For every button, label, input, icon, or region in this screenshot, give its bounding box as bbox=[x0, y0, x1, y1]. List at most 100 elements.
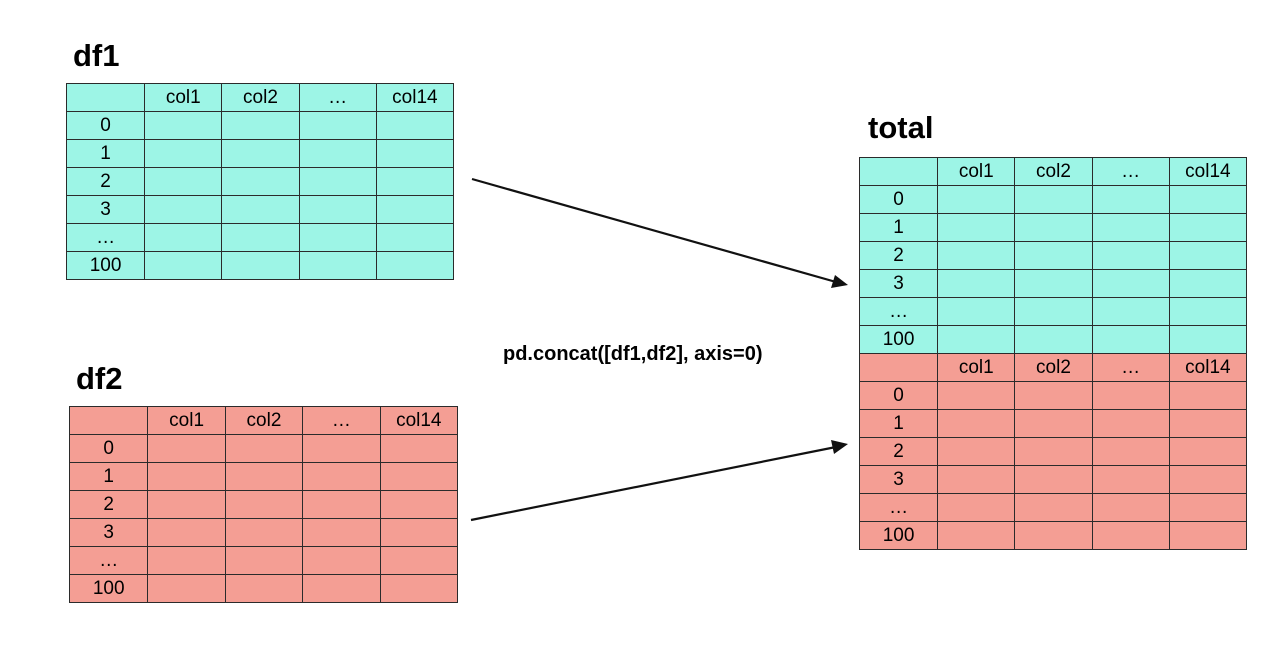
table-row: 1 bbox=[68, 462, 459, 491]
column-header: … bbox=[298, 83, 377, 112]
row-index: 2 bbox=[68, 490, 149, 519]
empty-cell bbox=[1091, 465, 1170, 494]
empty-cell bbox=[1168, 213, 1248, 242]
table-row: … bbox=[68, 546, 459, 575]
table-row: 1 bbox=[858, 213, 1248, 242]
arrow-df1-to-total bbox=[471, 177, 837, 284]
empty-cell bbox=[221, 251, 300, 280]
column-header: col2 bbox=[224, 406, 304, 435]
empty-cell bbox=[1014, 269, 1093, 298]
row-index: … bbox=[65, 223, 146, 252]
table-row: 0 bbox=[65, 111, 455, 140]
table-row: 2 bbox=[858, 437, 1248, 466]
empty-cell bbox=[147, 490, 226, 519]
empty-cell bbox=[298, 111, 377, 140]
empty-cell bbox=[937, 437, 1016, 466]
empty-cell bbox=[1014, 381, 1093, 410]
table-row: 3 bbox=[68, 518, 459, 547]
empty-cell bbox=[375, 251, 455, 280]
empty-cell bbox=[1091, 381, 1170, 410]
empty-cell bbox=[221, 195, 300, 224]
row-index: 0 bbox=[65, 111, 146, 140]
empty-cell bbox=[1091, 521, 1170, 550]
empty-cell bbox=[937, 493, 1016, 522]
row-index: 3 bbox=[858, 269, 939, 298]
table-row: … bbox=[65, 223, 455, 252]
empty-cell bbox=[1091, 213, 1170, 242]
corner-cell bbox=[858, 157, 939, 186]
table-row: 2 bbox=[65, 167, 455, 196]
df1-title: df1 bbox=[73, 38, 120, 73]
corner-cell bbox=[858, 353, 939, 382]
empty-cell bbox=[302, 462, 381, 491]
table-row: 0 bbox=[858, 381, 1248, 410]
row-index: 1 bbox=[65, 139, 146, 168]
empty-cell bbox=[221, 167, 300, 196]
row-index: 3 bbox=[858, 465, 939, 494]
column-header: col2 bbox=[1014, 353, 1093, 382]
empty-cell bbox=[937, 185, 1016, 214]
empty-cell bbox=[1091, 409, 1170, 438]
table-row: 3 bbox=[65, 195, 455, 224]
empty-cell bbox=[1168, 381, 1248, 410]
empty-cell bbox=[379, 490, 459, 519]
empty-cell bbox=[224, 434, 304, 463]
column-header: … bbox=[1091, 353, 1170, 382]
empty-cell bbox=[1014, 297, 1093, 326]
empty-cell bbox=[1168, 465, 1248, 494]
table-row: 3 bbox=[858, 269, 1248, 298]
row-index: 0 bbox=[68, 434, 149, 463]
empty-cell bbox=[937, 381, 1016, 410]
column-header: col2 bbox=[1014, 157, 1093, 186]
empty-cell bbox=[1168, 185, 1248, 214]
empty-cell bbox=[298, 139, 377, 168]
corner-cell bbox=[68, 406, 149, 435]
column-header: col1 bbox=[937, 157, 1016, 186]
table-row: 100 bbox=[858, 521, 1248, 550]
column-header: col14 bbox=[1168, 157, 1248, 186]
empty-cell bbox=[1168, 521, 1248, 550]
column-header: … bbox=[1091, 157, 1170, 186]
empty-cell bbox=[1014, 241, 1093, 270]
row-index: 100 bbox=[68, 574, 149, 603]
empty-cell bbox=[1091, 185, 1170, 214]
empty-cell bbox=[221, 111, 300, 140]
empty-cell bbox=[224, 574, 304, 603]
concat-code-label: pd.concat([df1,df2], axis=0) bbox=[503, 343, 763, 365]
empty-cell bbox=[379, 546, 459, 575]
table-row: 100 bbox=[858, 325, 1248, 354]
empty-cell bbox=[1168, 437, 1248, 466]
empty-cell bbox=[298, 195, 377, 224]
empty-cell bbox=[144, 223, 223, 252]
column-header: col1 bbox=[144, 83, 223, 112]
empty-cell bbox=[302, 574, 381, 603]
table-row: 1 bbox=[858, 409, 1248, 438]
corner-cell bbox=[65, 83, 146, 112]
empty-cell bbox=[1014, 409, 1093, 438]
empty-cell bbox=[1091, 241, 1170, 270]
empty-cell bbox=[1014, 521, 1093, 550]
row-index: 2 bbox=[858, 241, 939, 270]
empty-cell bbox=[379, 518, 459, 547]
empty-cell bbox=[1168, 297, 1248, 326]
column-header: col14 bbox=[379, 406, 459, 435]
row-index: … bbox=[858, 297, 939, 326]
column-header: col2 bbox=[221, 83, 300, 112]
row-index: 100 bbox=[65, 251, 146, 280]
empty-cell bbox=[937, 521, 1016, 550]
column-header: col1 bbox=[147, 406, 226, 435]
empty-cell bbox=[375, 167, 455, 196]
empty-cell bbox=[937, 241, 1016, 270]
empty-cell bbox=[221, 223, 300, 252]
empty-cell bbox=[1014, 493, 1093, 522]
table-row: 2 bbox=[858, 241, 1248, 270]
empty-cell bbox=[937, 325, 1016, 354]
